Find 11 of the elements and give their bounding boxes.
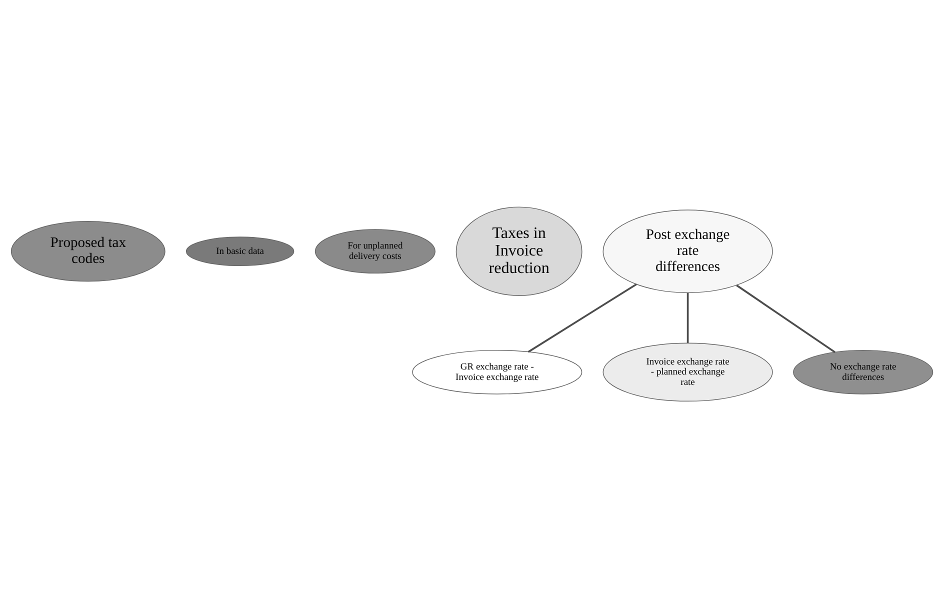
node-ellipse: For unplanned delivery costs xyxy=(314,229,436,274)
node-ellipse: Post exchange rate differences xyxy=(602,210,773,294)
connector xyxy=(528,283,637,353)
node-ellipse: Proposed tax codes xyxy=(10,221,166,282)
node-ellipse: In basic data xyxy=(186,236,294,266)
connector xyxy=(736,284,836,354)
node-ellipse: GR exchange rate - Invoice exchange rate xyxy=(412,350,582,394)
node-ellipse: Invoice exchange rate - planned exchange rate xyxy=(602,342,773,402)
connector xyxy=(686,292,689,344)
node-ellipse: Taxes in Invoice reduction xyxy=(456,206,582,296)
node-ellipse: No exchange rate differences xyxy=(793,350,934,394)
